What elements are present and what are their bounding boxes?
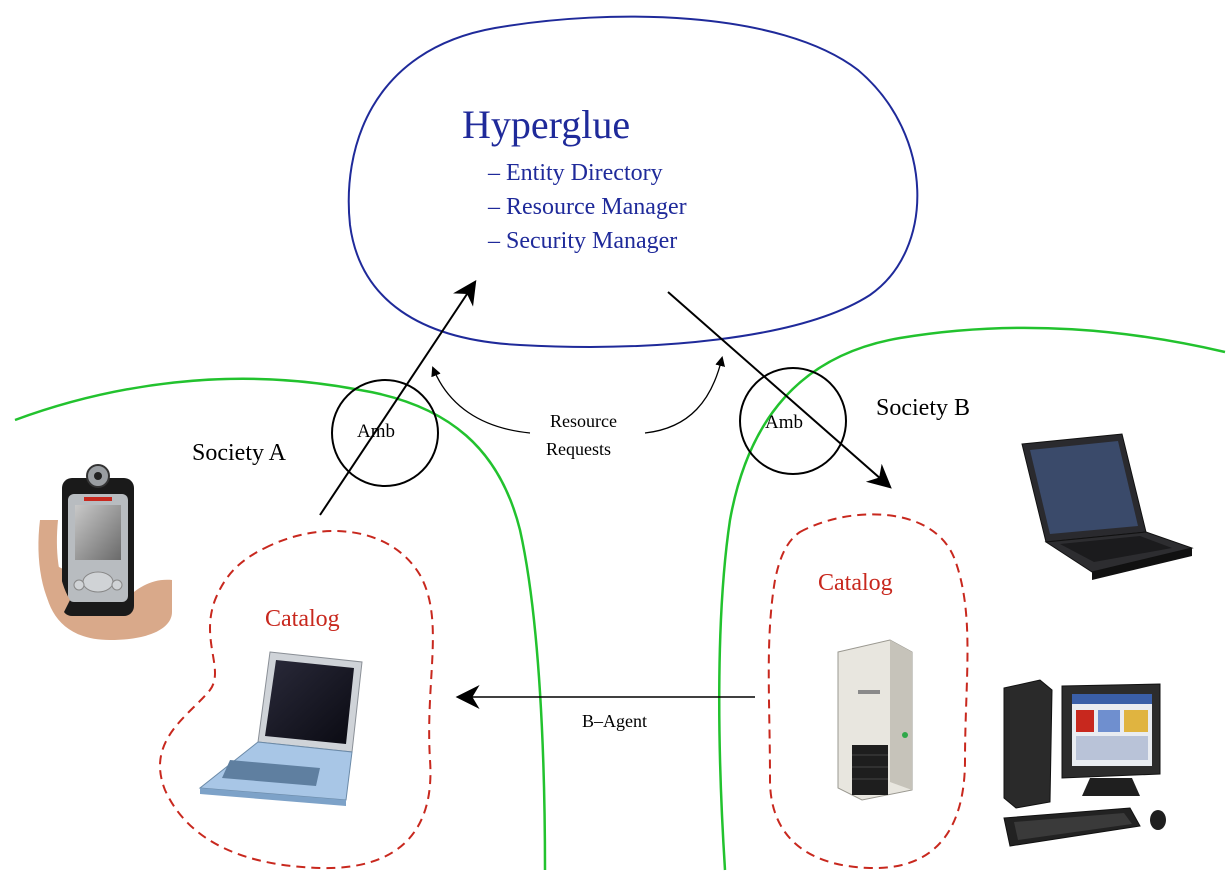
desktop-computer-icon [1003,679,1166,847]
society-a-boundary [14,377,547,871]
hyperglue-item-security-manager: – Security Manager [487,228,677,254]
society-a-to-hyperglue-arrow [319,280,477,516]
hyperglue-title: Hyperglue [462,102,630,147]
hyperglue-item-entity-directory: – Entity Directory [487,160,663,186]
server-tower-icon [837,639,913,801]
society-b-catalog-label: Catalog [818,570,893,596]
society-b-catalog-boundary [767,513,969,870]
society-b-label: Society B [876,395,970,421]
laptop-icon [198,651,363,806]
society-a-ambassador [331,379,439,487]
hyperglue-item-resource-manager: – Resource Manager [487,194,687,220]
resource-request-arrow-right [644,356,726,434]
society-b-boundary [717,326,1226,871]
society-a-catalog-label: Catalog [265,606,340,632]
society-b-ambassador-label: Amb [765,412,803,433]
b-agent-label: B–Agent [582,711,647,731]
laptop-icon [1021,433,1194,580]
society-a-label: Society A [192,440,287,466]
resource-requests-label-line1: Resource [550,411,617,431]
pda-handheld-icon [38,464,173,640]
resource-request-arrow-left [431,366,531,434]
hyperglue-to-society-b-arrow [667,291,892,489]
hyperglue-boundary [347,15,919,348]
resource-requests-label-line2: Requests [546,439,611,459]
society-b-ambassador [739,367,847,475]
society-a-catalog-boundary [159,530,434,870]
